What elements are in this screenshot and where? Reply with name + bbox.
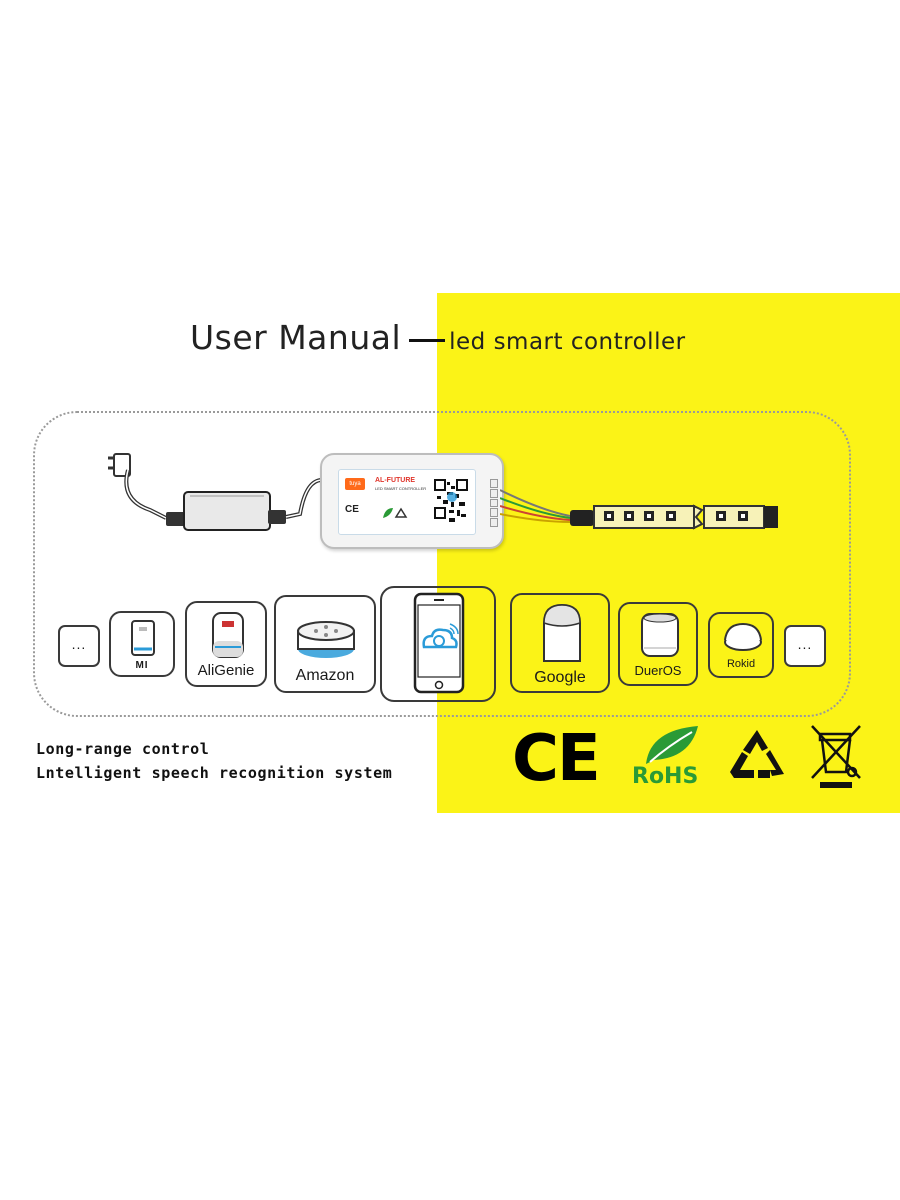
led-strip-icon — [500, 489, 778, 530]
page-title: User Manual led smart controller — [190, 318, 686, 357]
controller-label: tuya AL-FUTURE LED SMART CONTROLLER CE — [338, 469, 476, 535]
yellow-background-panel — [437, 293, 900, 813]
controller-cert-icons — [383, 507, 408, 518]
controller-subbrand: LED SMART CONTROLLER — [375, 486, 427, 491]
device-aligenie-label: AliGenie — [197, 662, 255, 679]
more-devices-left[interactable]: ... — [58, 625, 100, 667]
controller-brand: AL-FUTURE — [375, 477, 416, 484]
qr-code-icon — [433, 476, 469, 526]
smart-speaker-icon — [641, 613, 679, 657]
feature-long-range: Long-range control — [36, 740, 210, 758]
device-google-label: Google — [534, 669, 586, 686]
device-rokid[interactable]: Rokid — [708, 612, 774, 678]
smart-speaker-icon — [212, 612, 244, 658]
device-dueros[interactable]: DuerOS — [618, 602, 698, 686]
smart-speaker-icon — [724, 622, 762, 651]
rohs-leaf-icon — [646, 726, 698, 764]
device-aligenie[interactable]: AliGenie — [185, 601, 267, 687]
feature-speech: Lntelligent speech recognition system — [36, 764, 393, 782]
controller-terminals — [490, 479, 498, 527]
recycle-icon — [730, 730, 784, 778]
features-list: Long-range control Lntelligent speech re… — [36, 737, 392, 785]
tuya-logo: tuya — [345, 478, 365, 490]
weee-bin-icon — [811, 725, 861, 788]
smartphone-icon — [413, 592, 465, 694]
cloud-icon — [422, 628, 458, 649]
device-rokid-label: Rokid — [726, 658, 756, 670]
device-mi[interactable]: MI — [109, 611, 175, 677]
title-main: User Manual — [190, 318, 402, 357]
device-smartphone[interactable] — [380, 586, 496, 702]
title-sub: led smart controller — [449, 329, 686, 355]
wifi-icon — [449, 623, 459, 635]
rohs-mark: RoHS — [632, 764, 699, 789]
device-mi-label: MI — [135, 660, 149, 671]
device-google[interactable]: Google — [510, 593, 610, 693]
system-diagram-frame — [33, 411, 851, 717]
adapter-icon — [108, 453, 323, 531]
device-dueros-label: DuerOS — [634, 663, 682, 678]
device-amazon[interactable]: Amazon — [274, 595, 376, 693]
smart-speaker-icon — [131, 620, 155, 656]
ce-mark: CE — [512, 722, 601, 796]
controller-ce-mark: CE — [345, 504, 359, 515]
smart-controller: tuya AL-FUTURE LED SMART CONTROLLER CE — [320, 453, 504, 549]
smart-speaker-icon — [543, 603, 581, 662]
title-dash — [409, 339, 446, 342]
more-devices-right[interactable]: ... — [784, 625, 826, 667]
smart-speaker-icon — [297, 621, 355, 658]
device-amazon-label: Amazon — [295, 667, 355, 684]
